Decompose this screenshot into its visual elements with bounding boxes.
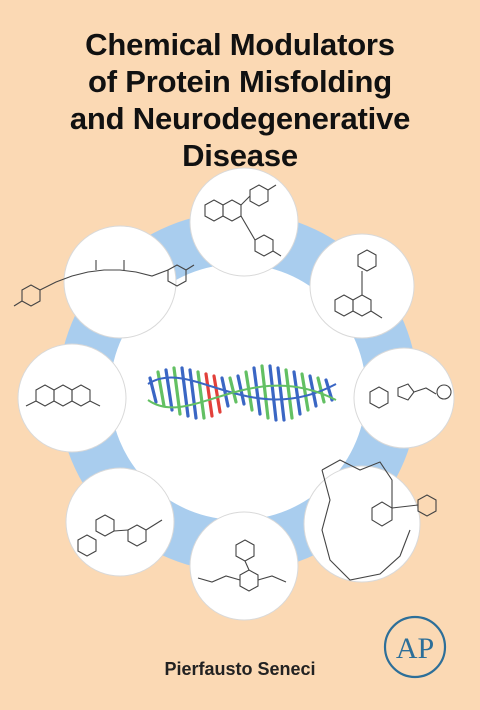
- book-title: Chemical Modulators of Protein Misfoldin…: [0, 26, 480, 174]
- title-line-1: Chemical Modulators: [85, 27, 395, 62]
- title-line-2: of Protein Misfolding: [87, 64, 393, 99]
- molecule-circle-bottom-right: [303, 465, 421, 583]
- protein-fibril: [147, 364, 337, 422]
- author-name: Pierfausto Seneci: [164, 659, 316, 679]
- molecule-circle-bottom-left: [65, 467, 175, 577]
- molecule-circle-top-left: [63, 225, 177, 339]
- title-line-3: and Neurodegenerative: [69, 101, 411, 136]
- title-line-4: Disease: [182, 138, 298, 173]
- molecule-circle-bottom: [189, 511, 299, 621]
- publisher-logo-text: AP: [396, 632, 434, 665]
- publisher-logo: AP: [383, 615, 447, 679]
